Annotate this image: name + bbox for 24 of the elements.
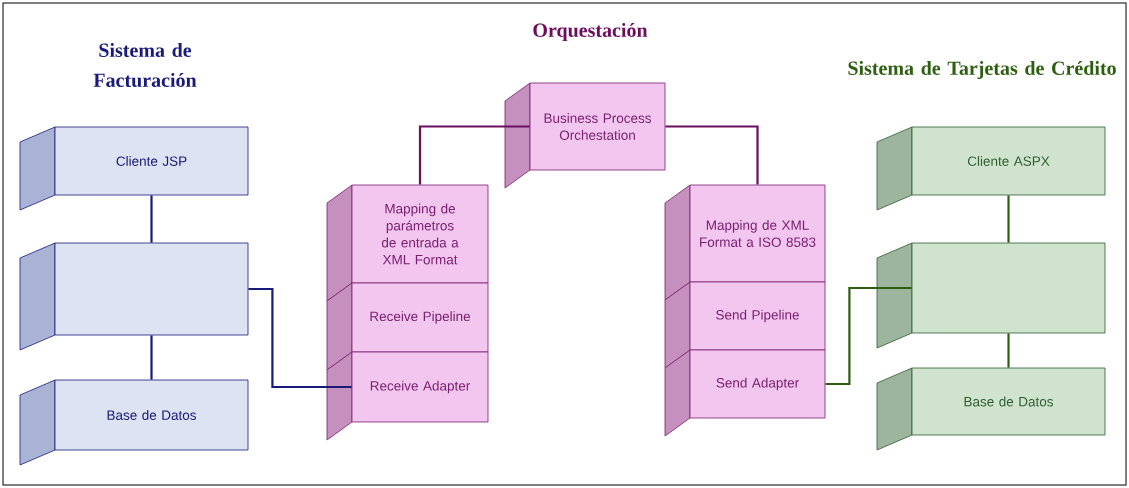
- process-box: Receive Adapter: [326, 351, 489, 441]
- process-box: Business Process Orchestation: [504, 82, 666, 189]
- process-box: Receive Pipeline: [326, 282, 489, 371]
- process-box: Mapping de XML Format a ISO 8583: [664, 184, 826, 301]
- process-box: Cliente JSP: [19, 126, 249, 211]
- heading: Sistema de Tarjetas de Crédito: [848, 60, 1116, 80]
- connector-line: [248, 287, 352, 389]
- connector-line: [825, 286, 912, 386]
- block-box: [19, 242, 249, 351]
- process-box: Send Adapter: [664, 349, 826, 437]
- heading: Orquestación: [533, 22, 648, 42]
- connector-line: [418, 125, 530, 185]
- block-box: [876, 242, 1106, 349]
- process-box: Send Pipeline: [664, 281, 826, 369]
- heading: Sistema de Facturación: [93, 42, 197, 88]
- connector-line: [1007, 195, 1010, 243]
- connector-line: [665, 125, 759, 185]
- process-box: Base de Datos: [19, 379, 249, 466]
- connector-line: [1007, 333, 1010, 368]
- process-box: Base de Datos: [876, 367, 1106, 451]
- process-box: Mapping de parámetros de entrada a XML Format: [326, 184, 489, 302]
- connector-line: [150, 335, 153, 380]
- process-box: Cliente ASPX: [876, 126, 1106, 211]
- connector-line: [150, 195, 153, 243]
